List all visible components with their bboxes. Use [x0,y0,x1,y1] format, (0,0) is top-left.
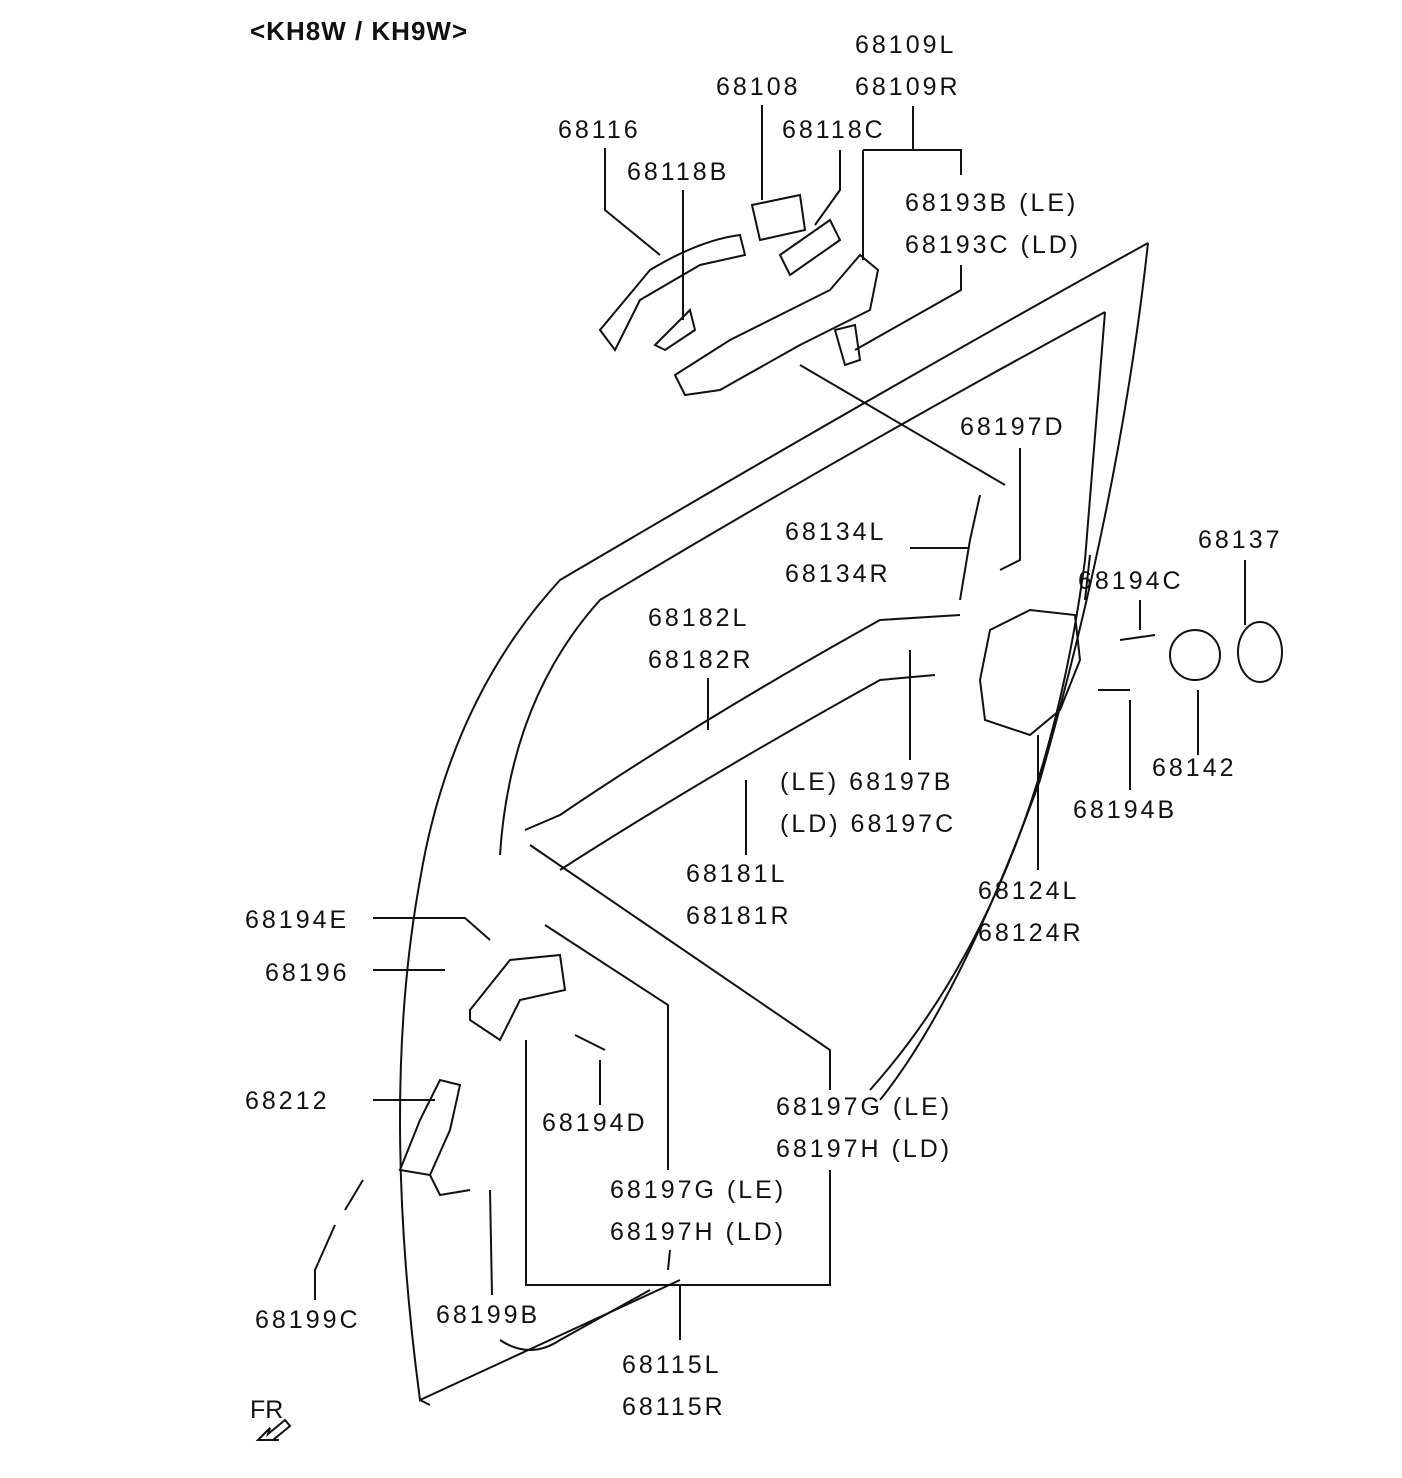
door-lock [978,608,1082,737]
part-label-68118B: 68118B [627,158,730,186]
part-label-68181L: 68181L [686,860,788,888]
part-label-68194D: 68194D [542,1109,648,1137]
part-label-68142: 68142 [1152,754,1237,782]
fr-arrow [255,1418,292,1441]
diagram-title: <KH8W / KH9W> [250,16,469,46]
part-label-68134R: 68134R [785,560,891,588]
part-label-68194B: 68194B [1073,796,1178,824]
cable-68181 [559,674,936,871]
bolt-68194C [1119,634,1156,641]
part-label-68196: 68196 [265,959,350,987]
part-label-68193C: 68193C (LD) [905,231,1082,259]
screw-68194D [574,1034,606,1051]
part-label-68199B: 68199B [436,1301,541,1329]
part-label-68109R: 68109R [855,73,961,101]
cable-68182 [524,614,961,831]
door-right-outline [879,242,1149,1101]
part-label-68197C: (LD) 68197C [780,810,957,838]
handle-frame [673,253,880,397]
handle-pad [653,308,697,352]
part-label-68193B: 68193B (LE) [905,189,1079,217]
part-label-68118C: 68118C [782,116,886,144]
part-label-68124R: 68124R [978,919,1084,947]
key-cylinder-cap [750,193,807,242]
part-label-68109L: 68109L [855,31,957,59]
part-label-68197G-upper: 68197G (LE) [776,1093,953,1121]
front-direction-label: FR [250,1396,284,1424]
part-label-68116: 68116 [558,116,641,144]
part-label-68197H-lower: 68197H (LD) [610,1218,787,1246]
door-outer-outline [399,242,1149,1402]
part-label-68115R: 68115R [622,1393,726,1421]
link-rod [959,494,981,601]
striker-shim [1237,621,1283,683]
part-label-68197H-upper: 68197H (LD) [776,1135,953,1163]
part-label-68115L: 68115L [622,1351,722,1379]
handle-cover [778,218,842,277]
striker [1169,629,1221,681]
part-label-68197D: 68197D [960,413,1066,441]
part-label-68194E: 68194E [245,906,350,934]
part-label-68134L: 68134L [785,518,887,546]
part-label-68212: 68212 [245,1087,330,1115]
outer-handle [598,233,747,352]
part-label-68108: 68108 [716,73,801,101]
lever-clip [833,323,862,367]
part-label-68182L: 68182L [648,604,750,632]
bracket-68212 [398,1078,462,1177]
door-bottom-outline [419,1289,651,1406]
inner-handle [469,953,567,1042]
part-label-68199C: 68199C [255,1306,361,1334]
part-label-68194C: 68194C [1078,567,1184,595]
part-label-68181R: 68181R [686,902,792,930]
part-label-68137: 68137 [1198,526,1283,554]
part-label-68182R: 68182R [648,646,754,674]
part-label-68124L: 68124L [978,877,1080,905]
part-label-68197G-lower: 68197G (LE) [610,1176,787,1204]
part-label-68197B: (LE) 68197B [780,768,954,796]
